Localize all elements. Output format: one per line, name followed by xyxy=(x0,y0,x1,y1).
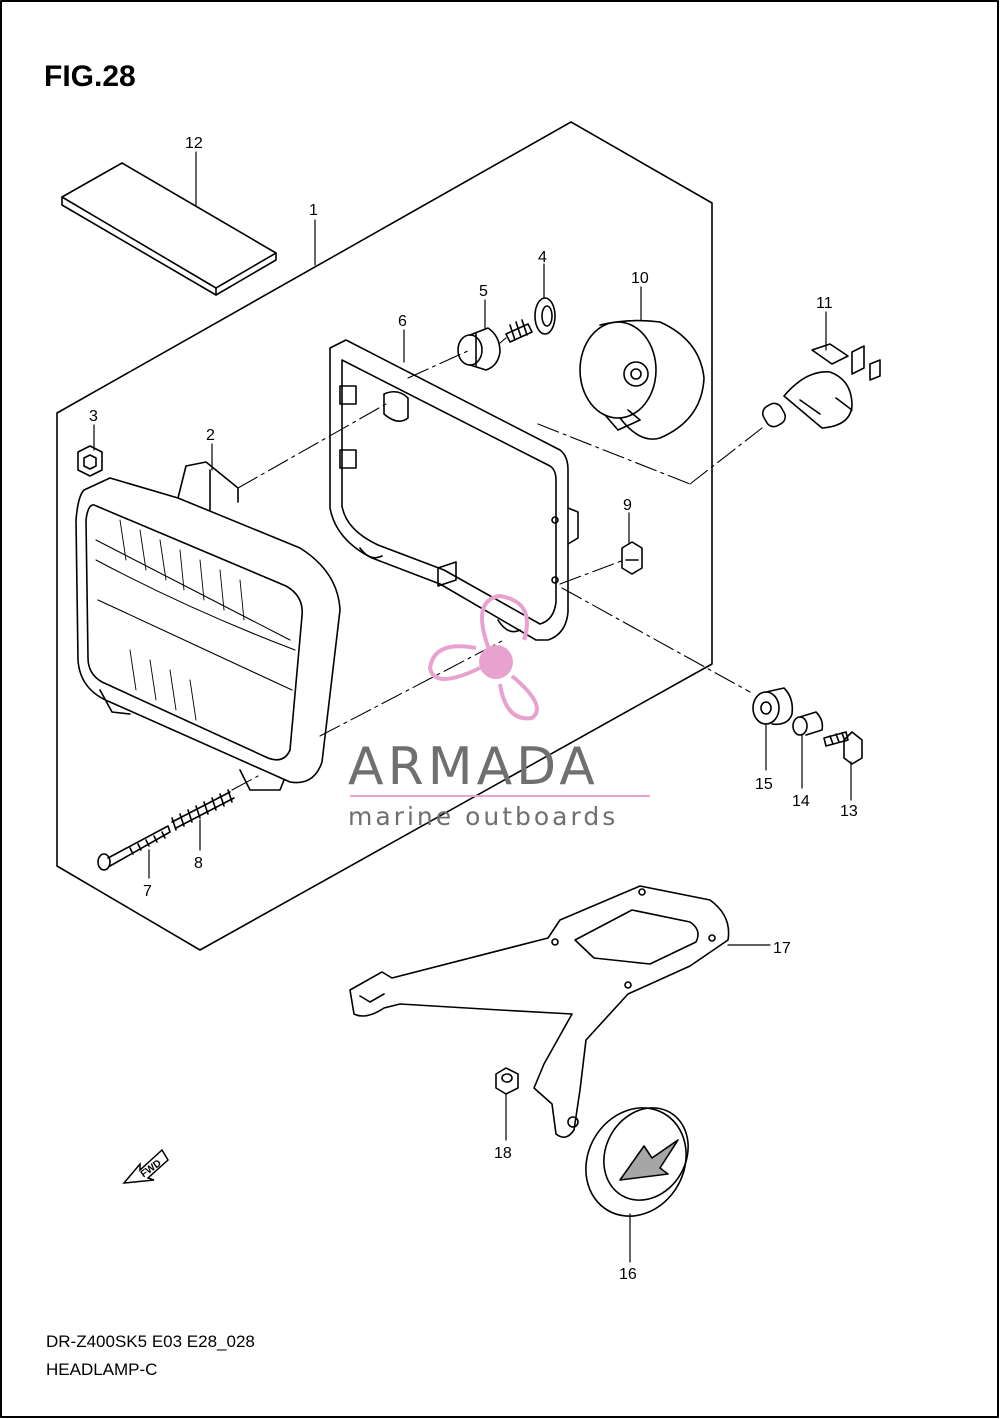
callout-12: 12 xyxy=(185,135,203,152)
callout-4: 4 xyxy=(538,249,547,266)
part-nut-3 xyxy=(77,445,103,477)
callout-14: 14 xyxy=(792,793,810,810)
leader-lines xyxy=(93,151,852,1263)
part-spring-8 xyxy=(171,789,235,831)
callout-15: 15 xyxy=(755,776,773,793)
part-rubber-15 xyxy=(752,687,794,726)
callout-11: 11 xyxy=(816,295,833,312)
callout-9: 9 xyxy=(623,497,632,514)
assembly-axis-lines xyxy=(231,337,763,791)
watermark-tagline: marine outboards xyxy=(348,802,618,831)
part-reflector xyxy=(585,1107,689,1217)
callout-17: 17 xyxy=(773,940,791,957)
armada-watermark: ARMADA marine outboards xyxy=(348,593,650,831)
callout-18: 18 xyxy=(494,1145,512,1162)
propeller-logo xyxy=(427,593,539,721)
callout-10: 10 xyxy=(631,270,649,287)
fwd-direction-marker: FWD xyxy=(122,1148,169,1184)
callout-3: 3 xyxy=(89,408,98,425)
callout-labels: 1 2 3 4 5 6 7 8 9 10 11 12 13 14 15 16 1… xyxy=(89,135,858,1283)
part-headlamp-frame xyxy=(329,339,579,641)
callout-16: 16 xyxy=(619,1266,637,1283)
callout-1: 1 xyxy=(309,202,318,219)
part-bracket xyxy=(349,885,730,1138)
part-grommet-5 xyxy=(457,327,501,371)
watermark-brand: ARMADA xyxy=(348,737,599,797)
callout-6: 6 xyxy=(398,313,407,330)
callout-7: 7 xyxy=(143,883,152,900)
part-collar-14 xyxy=(792,711,824,736)
model-code: DR-Z400SK5 E03 E28_028 xyxy=(46,1332,255,1351)
callout-8: 8 xyxy=(194,855,203,872)
part-socket-cover xyxy=(579,319,705,440)
part-bolt-13 xyxy=(823,731,863,765)
part-clip-nut-9 xyxy=(621,541,643,575)
callout-5: 5 xyxy=(479,283,488,300)
part-screw-7 xyxy=(97,825,171,871)
figure-title: FIG.28 xyxy=(44,60,136,93)
callout-2: 2 xyxy=(206,427,215,444)
part-headlamp-unit xyxy=(75,461,341,791)
part-bulb xyxy=(761,343,881,429)
callout-13: 13 xyxy=(840,803,858,820)
part-label-sheet xyxy=(61,162,277,296)
assembly-boundary xyxy=(56,121,713,951)
assembly-name: HEADLAMP-C xyxy=(46,1360,158,1379)
part-bolt-4 xyxy=(505,297,556,343)
part-nut-18 xyxy=(495,1067,519,1095)
